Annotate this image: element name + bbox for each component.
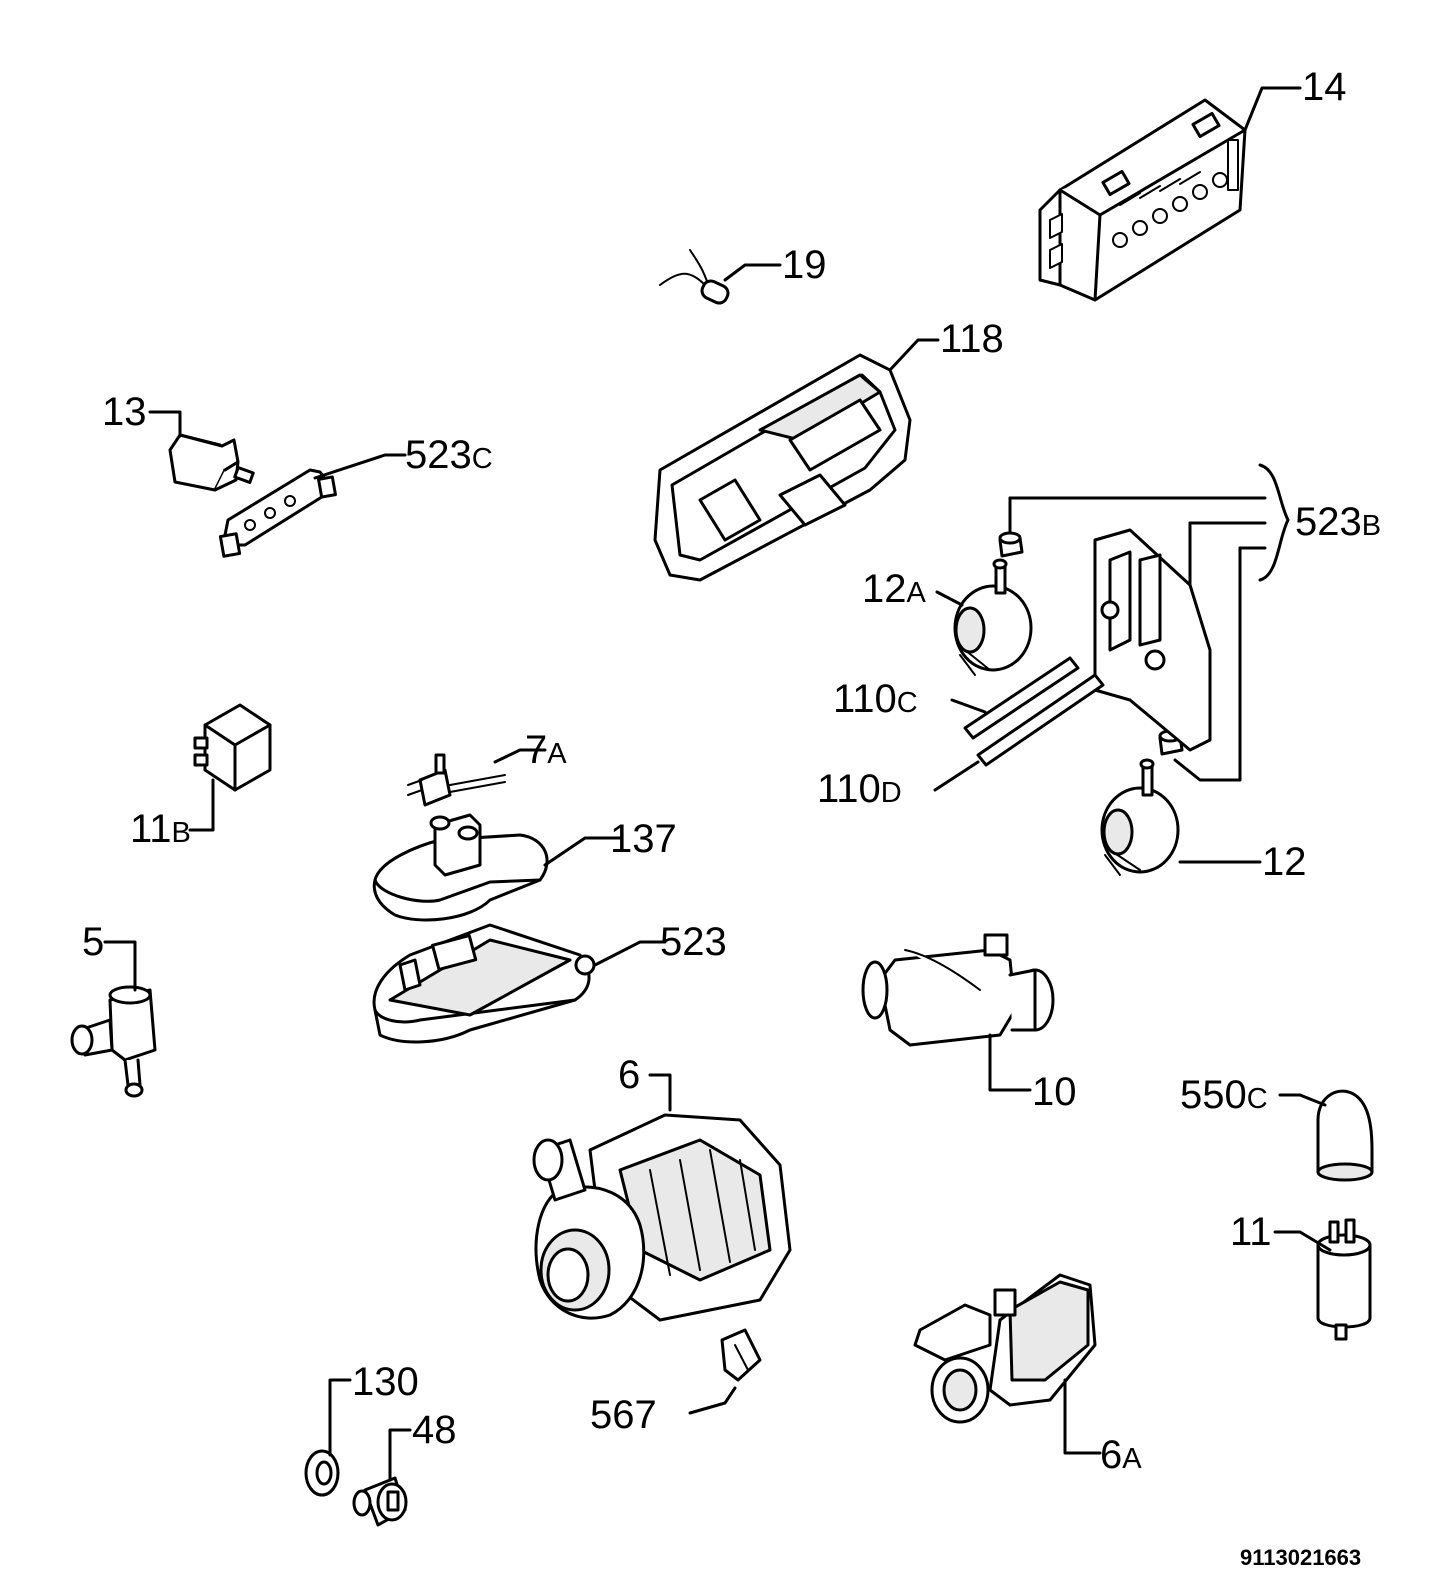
callout-6A: 6A	[1100, 1433, 1142, 1477]
leader-lines	[103, 86, 1332, 1482]
callout-523: 523	[660, 920, 727, 964]
callout-523C: 523C	[405, 433, 493, 477]
callout-48: 48	[412, 1408, 457, 1452]
callout-12: 12	[1262, 840, 1307, 884]
part-523-chamber	[372, 923, 596, 1044]
part-19-sensor	[659, 249, 730, 305]
part-550C-cap	[1316, 1089, 1374, 1182]
callout-11: 11	[1230, 1210, 1272, 1254]
part-137-cover	[372, 813, 549, 922]
part-110C-hose	[963, 656, 1080, 740]
part-14-control-module	[1038, 98, 1247, 302]
part-5-valve	[70, 985, 157, 1098]
callout-10: 10	[1032, 1070, 1077, 1114]
part-10-sump	[861, 933, 1055, 1047]
part-48-plug	[352, 1476, 408, 1527]
callout-5: 5	[82, 920, 104, 964]
callout-7A: 7A	[525, 728, 567, 772]
part-11B-relay	[193, 703, 272, 792]
part-7A-microswitch	[407, 753, 506, 807]
callout-550C: 550C	[1180, 1073, 1268, 1117]
part-523B-plugs-and-support	[998, 528, 1212, 756]
callout-6: 6	[618, 1053, 640, 1097]
callout-137: 137	[610, 817, 677, 861]
part-11-capacitor	[1316, 1218, 1372, 1341]
callout-567: 567	[590, 1393, 657, 1437]
part-6A-drain-pump	[913, 1273, 1097, 1424]
part-12A-pressure-switch	[953, 558, 1033, 676]
part-110D-hose	[976, 673, 1105, 767]
part-118-dispenser	[653, 353, 912, 582]
callout-12A: 12A	[862, 567, 927, 611]
callout-130: 130	[352, 1360, 419, 1404]
part-567-clip	[720, 1328, 762, 1382]
callout-523B: 523B	[1295, 500, 1381, 544]
callout-118: 118	[940, 317, 1004, 361]
diagram-id: 9113021663	[1240, 1545, 1361, 1570]
part-130-seal	[304, 1449, 340, 1497]
callout-19: 19	[782, 243, 827, 287]
callout-13: 13	[102, 390, 147, 434]
callout-110D: 110D	[817, 767, 902, 811]
callout-110C: 110C	[833, 677, 918, 721]
part-523C-bracket	[218, 468, 337, 558]
part-13-switch	[168, 433, 255, 492]
callout-11B: 11B	[130, 807, 191, 851]
callout-14: 14	[1302, 65, 1347, 109]
part-6-pump-motor	[532, 1113, 792, 1322]
part-12-pressure-switch	[1100, 758, 1180, 876]
